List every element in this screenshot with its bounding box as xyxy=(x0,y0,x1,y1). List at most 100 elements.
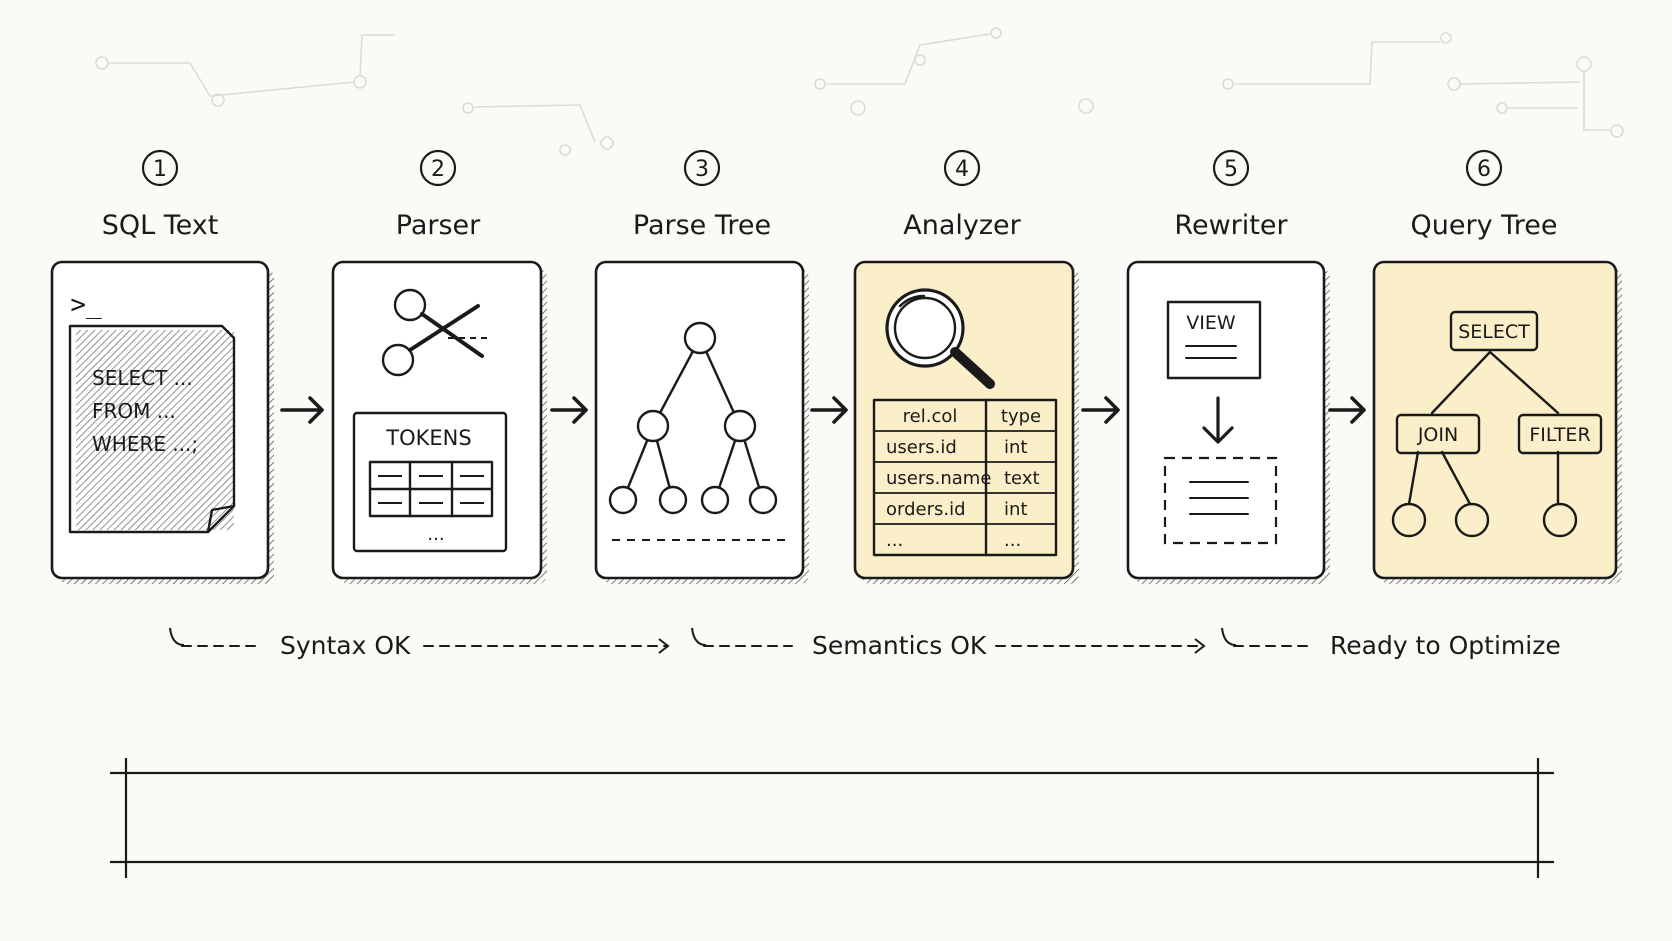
join-node xyxy=(1395,413,1481,455)
join-node-label: JOIN xyxy=(1417,424,1458,446)
view-label: VIEW xyxy=(1186,312,1236,334)
tokens-label: TOKENS xyxy=(385,426,471,450)
step-title: Parse Tree xyxy=(633,210,771,241)
terminal-document-icon: >_ SELECT ... FROM ... WHERE ...; xyxy=(68,290,236,534)
table-header: rel.col xyxy=(903,406,958,427)
right-arrow-icon xyxy=(280,396,324,424)
step-number-badge xyxy=(1212,149,1250,187)
tokens-ellipsis: ... xyxy=(427,524,444,545)
step-title: Analyzer xyxy=(903,210,1021,241)
step-title: SQL Text xyxy=(102,210,219,241)
sql-line: FROM ... xyxy=(92,399,176,423)
table-cell: int xyxy=(1004,437,1027,458)
scissors-ring xyxy=(393,288,427,322)
step-card xyxy=(1372,260,1618,580)
tree-node xyxy=(723,409,757,443)
stage-arrow-icon xyxy=(658,638,670,654)
step-number: 6 xyxy=(1477,157,1491,182)
circuit-decoration xyxy=(95,27,1624,156)
tree-edges xyxy=(621,336,765,502)
query-tree-edges xyxy=(1407,350,1560,506)
leaf-node xyxy=(1391,502,1427,538)
leaf-node xyxy=(1454,502,1490,538)
table-cell: users.name xyxy=(886,468,991,489)
tree-node xyxy=(748,485,778,515)
view-rewrite-icon: VIEW xyxy=(1163,300,1278,545)
stage-label: Semantics OK xyxy=(812,631,987,660)
sql-line: WHERE ...; xyxy=(92,432,198,456)
tree-node xyxy=(683,321,717,355)
step-number-badge xyxy=(419,149,457,187)
step-title: Rewriter xyxy=(1174,210,1288,241)
view-box xyxy=(1166,300,1262,380)
view-lines xyxy=(1185,345,1237,359)
step-number: 5 xyxy=(1224,157,1238,182)
table-cell: orders.id xyxy=(886,499,966,520)
stage-arrow-icon xyxy=(1194,638,1206,654)
rewritten-box xyxy=(1163,456,1278,545)
sql-line: SELECT ... xyxy=(92,366,193,390)
scissors-blades xyxy=(408,304,484,358)
query-tree-icon: SELECT JOIN FILTER xyxy=(1391,310,1603,538)
leaf-node xyxy=(1542,502,1578,538)
table-cell: int xyxy=(1004,499,1027,520)
document-shadow xyxy=(76,330,234,530)
stage-hook xyxy=(1221,627,1237,646)
stage-label: Ready to Optimize xyxy=(1330,631,1561,660)
step-card xyxy=(594,260,805,580)
stage-1: Syntax OK xyxy=(169,627,670,660)
scissors-ring xyxy=(381,343,415,377)
step-number-badge xyxy=(683,149,721,187)
tree-node xyxy=(608,485,638,515)
table-header: type xyxy=(1001,406,1041,427)
tokens-grid-lines xyxy=(368,460,494,518)
magnifier-icon xyxy=(885,288,995,389)
step-number-badge xyxy=(1465,149,1503,187)
table-cell: users.id xyxy=(886,437,957,458)
filter-node xyxy=(1517,413,1603,455)
step-number-badge xyxy=(141,149,179,187)
magnifier-icon: rel.col type users.id int users.name text orde… xyxy=(872,288,1058,557)
down-arrow-icon xyxy=(1202,396,1234,444)
step-number: 4 xyxy=(955,157,969,182)
step-number: 3 xyxy=(695,157,709,182)
bottom-bracket-panel xyxy=(110,758,1554,878)
filter-node-label: FILTER xyxy=(1529,424,1590,446)
magnifier-inner xyxy=(893,296,957,360)
stage-hook xyxy=(169,627,185,646)
right-arrow-icon xyxy=(810,396,848,424)
table-cell: ... xyxy=(886,530,903,551)
table-cell: text xyxy=(1004,468,1040,489)
scissors-icon: TOKENS... xyxy=(352,288,508,553)
step-card xyxy=(331,260,543,580)
tree-node xyxy=(636,409,670,443)
step-number: 2 xyxy=(431,157,445,182)
stage-2: Semantics OK xyxy=(691,627,1206,660)
tree-node xyxy=(658,485,688,515)
table-cell: ... xyxy=(1004,530,1021,551)
stage-3: Ready to Optimize xyxy=(1221,627,1561,660)
terminal-prompt-icon: >_ xyxy=(70,290,102,320)
stages-layer: Syntax OK Semantics OK Ready to Optimize xyxy=(169,627,1561,660)
right-arrow-icon xyxy=(1328,396,1366,424)
select-node xyxy=(1449,310,1539,352)
tree-node xyxy=(700,485,730,515)
step-card xyxy=(1126,260,1326,580)
tree-icon xyxy=(608,321,786,541)
select-node-label: SELECT xyxy=(1458,321,1530,343)
scissors-icon xyxy=(381,288,488,377)
page-curl xyxy=(206,504,236,534)
tokens-box xyxy=(352,411,508,553)
magnifier-lens xyxy=(885,288,965,368)
right-arrow-icon xyxy=(550,396,588,424)
magnifier-handle xyxy=(950,347,995,389)
stage-hook xyxy=(691,627,707,646)
rewritten-lines xyxy=(1189,481,1249,515)
